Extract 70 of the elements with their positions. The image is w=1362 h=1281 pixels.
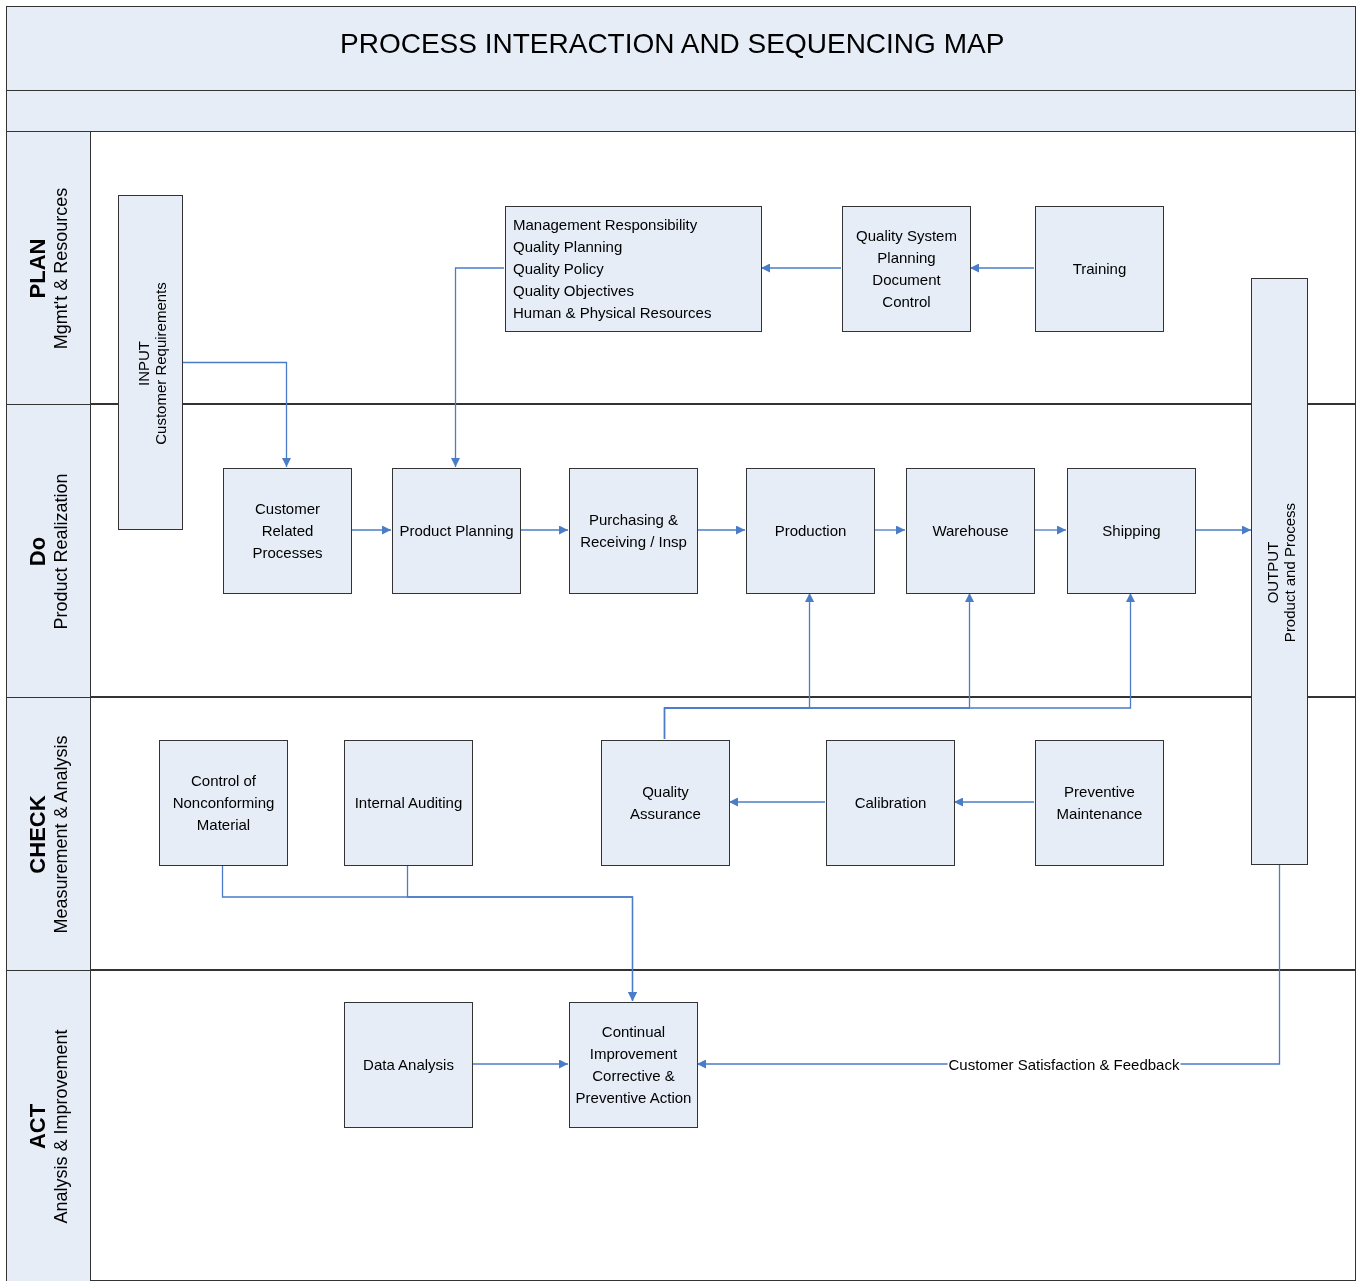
lane-subtitle: Product Realization (49, 473, 72, 630)
connector-arrow (953, 797, 1035, 807)
box-text: Corrective & Preventive Action (574, 1066, 693, 1108)
box-text: Purchasing & Receiving / Insp (579, 510, 688, 552)
connector-arrow (471, 1059, 569, 1069)
connector-arrow (760, 263, 842, 273)
box-text: INPUT (134, 341, 152, 386)
box-text: Quality Policy (513, 259, 604, 279)
lane-title: Do (25, 536, 50, 567)
box-text: Product and Process (1280, 502, 1298, 643)
box-text: Customer Related Processes (251, 499, 324, 563)
lane-subtitle: Mgmt't & Resources (49, 187, 72, 350)
connector-arrow (696, 525, 746, 535)
swimlane (6, 697, 1356, 970)
box-text: Warehouse (932, 521, 1009, 541)
box-text: Data Analysis (363, 1055, 454, 1075)
box-text: Shipping (1102, 521, 1161, 541)
process-box (1035, 740, 1164, 866)
process-box (223, 468, 352, 594)
process-box (569, 468, 698, 594)
process-box (505, 206, 762, 332)
connector-arrow (519, 525, 569, 535)
box-text: Document Control (871, 270, 942, 312)
connector-arrow (873, 525, 906, 535)
connector-arrow (663, 592, 1135, 740)
box-text: Production (774, 521, 847, 541)
process-box (392, 468, 521, 594)
process-box (1035, 206, 1164, 332)
connector-arrow (1033, 525, 1067, 535)
lane-subtitle: Analysis & Improvement (49, 1029, 72, 1224)
process-box (906, 468, 1035, 594)
connector-arrow (728, 797, 826, 807)
input-output-bar (1251, 278, 1308, 865)
process-box (159, 740, 288, 866)
box-text: OUTPUT (1263, 541, 1281, 604)
diagram-title: PROCESS INTERACTION AND SEQUENCING MAP (340, 28, 1005, 60)
process-box (842, 206, 971, 332)
box-text: Customer Requirements (151, 282, 169, 445)
box-text: Product Planning (399, 521, 514, 541)
process-box (344, 1002, 473, 1128)
lane-title: PLAN (25, 238, 50, 299)
connector-arrow (969, 263, 1035, 273)
process-box (344, 740, 473, 866)
box-text: Calibration (854, 793, 927, 813)
box-text: Preventive Maintenance (1055, 782, 1144, 824)
process-box (601, 740, 730, 866)
lane-title: ACT (25, 1103, 50, 1150)
connector-arrow (182, 361, 291, 468)
process-box (746, 468, 875, 594)
input-output-bar (118, 195, 183, 530)
box-text: Control of Nonconforming Material (171, 771, 276, 835)
connector-arrow (451, 267, 505, 468)
box-text: Quality Objectives (513, 281, 634, 301)
process-box (569, 1002, 698, 1128)
box-text: Training (1072, 259, 1127, 279)
box-text: Human & Physical Resources (513, 303, 712, 323)
lane-subtitle: Measurement & Analysis (49, 735, 72, 934)
process-box (1067, 468, 1196, 594)
box-text: Quality Planning (513, 237, 623, 257)
connector-arrow (406, 864, 637, 1002)
box-text: Internal Auditing (354, 793, 463, 813)
process-box (826, 740, 955, 866)
box-text: Continual Improvement (588, 1022, 679, 1064)
box-text: Management Responsibility (513, 215, 698, 235)
box-text: Quality Assurance (629, 782, 702, 824)
swimlane (6, 970, 1356, 1281)
connector-arrow (350, 525, 392, 535)
lane-title: CHECK (25, 795, 50, 874)
connector-arrow (1194, 525, 1252, 535)
box-text: Quality System Planning (855, 226, 958, 268)
